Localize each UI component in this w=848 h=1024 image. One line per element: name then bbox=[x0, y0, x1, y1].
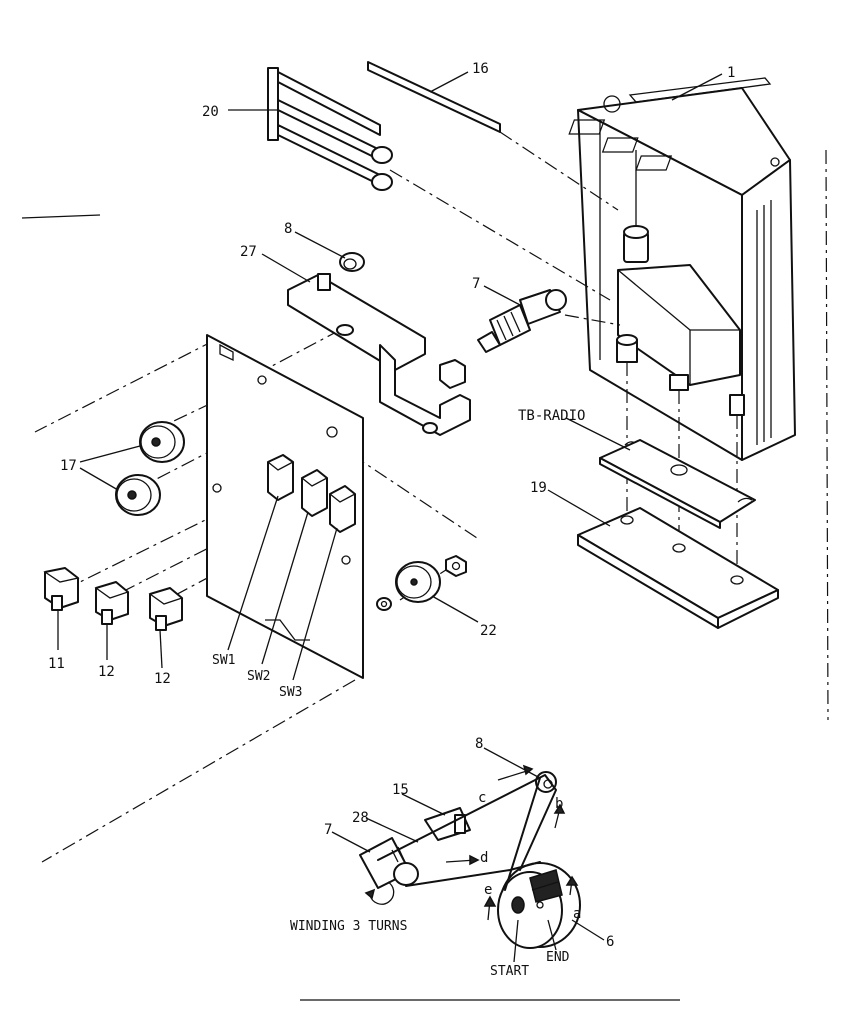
label-part-8-top: 8 bbox=[284, 221, 292, 237]
main-board bbox=[206, 334, 364, 679]
lever-27 bbox=[287, 273, 471, 436]
switch-sw3 bbox=[328, 485, 357, 533]
switch-sw2 bbox=[300, 469, 329, 517]
label-part-11: 11 bbox=[48, 656, 65, 672]
bracket-frame-20 bbox=[267, 67, 393, 191]
label-part-16: 16 bbox=[472, 61, 489, 77]
label-part-7-bottom: 7 bbox=[324, 822, 332, 838]
label-e: e bbox=[484, 882, 492, 898]
label-part-15: 15 bbox=[392, 782, 409, 798]
label-winding-3-turns: WINDING 3 TURNS bbox=[290, 919, 407, 934]
label-part-12-a: 12 bbox=[98, 664, 115, 680]
label-end: END bbox=[546, 950, 570, 965]
cabinet-housing bbox=[568, 77, 796, 461]
label-part-28: 28 bbox=[352, 810, 369, 826]
switch-sw1 bbox=[266, 454, 295, 501]
knob-12-b bbox=[148, 587, 184, 631]
tb-radio-plate bbox=[599, 439, 756, 529]
shaft-7-top bbox=[477, 289, 567, 353]
leader-lines bbox=[57, 71, 723, 963]
label-d: d bbox=[480, 850, 488, 866]
label-part-17: 17 bbox=[60, 458, 77, 474]
hex-nut bbox=[445, 555, 467, 577]
label-a: a bbox=[573, 906, 581, 922]
gear-17-lower bbox=[115, 474, 161, 516]
label-part-8-bottom: 8 bbox=[475, 736, 483, 752]
base-plate-19 bbox=[577, 507, 779, 629]
margin-marks bbox=[21, 149, 829, 721]
label-part-7-top: 7 bbox=[472, 276, 480, 292]
label-part-12-b: 12 bbox=[154, 671, 171, 687]
label-tb-radio: TB-RADIO bbox=[518, 408, 585, 424]
label-sw3: SW3 bbox=[279, 685, 302, 700]
gear-22 bbox=[395, 561, 441, 603]
label-sw2: SW2 bbox=[247, 669, 270, 684]
label-part-20: 20 bbox=[202, 104, 219, 120]
label-part-27: 27 bbox=[240, 244, 257, 260]
nut-small bbox=[376, 597, 392, 611]
label-b: b bbox=[555, 796, 563, 812]
label-start: START bbox=[490, 964, 529, 979]
part-labels: 1 16 20 8 27 7 TB-RADIO 19 17 11 12 12 S… bbox=[48, 61, 735, 979]
knob-11 bbox=[43, 567, 80, 611]
winding-detail bbox=[300, 764, 680, 1001]
label-part-22: 22 bbox=[480, 623, 497, 639]
label-sw1: SW1 bbox=[212, 653, 235, 668]
label-part-1: 1 bbox=[727, 65, 735, 81]
label-c: c bbox=[478, 790, 486, 806]
label-part-6: 6 bbox=[606, 934, 614, 950]
knob-12-a bbox=[94, 581, 130, 625]
label-part-19: 19 bbox=[530, 480, 547, 496]
gear-17-upper bbox=[139, 421, 185, 463]
bushing-8-top bbox=[339, 252, 365, 272]
